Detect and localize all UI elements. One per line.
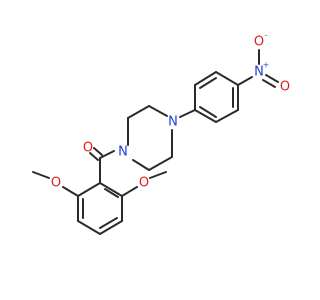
bond-pip-6 (132, 159, 150, 171)
bond-ar5 (215, 109, 239, 123)
bond-ar-inner-1 (199, 77, 217, 89)
atom-n-amide: N (118, 145, 128, 160)
bond-dm-inner-2 (99, 217, 118, 229)
bond-layer (32, 49, 279, 235)
bond-ar6 (194, 109, 217, 123)
bond-methoxy-right-c-o (121, 186, 138, 197)
bond-dm3 (99, 220, 123, 235)
bond-methoxy-left-c-o (62, 186, 79, 197)
bond-carbonyl-double-b (93, 147, 103, 156)
charge-o-nitro-top: - (265, 31, 268, 40)
bond-carbonyl-amide-n (99, 150, 115, 159)
bond-dm6 (77, 182, 101, 197)
bond-n-aryl (179, 109, 196, 118)
bond-dm-inner-1 (104, 188, 119, 198)
bond-nitro-n-o-right-a (265, 74, 279, 83)
bond-ar2 (194, 71, 217, 86)
atom-o-nitro-top: O (254, 35, 264, 50)
bond-nitro-c-n (237, 76, 253, 86)
bond-dm4 (77, 220, 101, 235)
bond-ar-inner-3 (199, 106, 217, 118)
charge-n-nitro: + (263, 61, 270, 70)
atom-label-layer: O N N N + O - O O O (51, 31, 290, 191)
atom-o-carbonyl: O (83, 141, 93, 156)
atom-n-aryl: N (168, 115, 178, 130)
molecule-canvas: O N N N + O - O O O (32, 30, 291, 235)
atom-n-nitro: N (254, 65, 264, 80)
bond-methoxy-right-o-ch3 (149, 171, 167, 179)
bond-pip-3 (148, 105, 168, 117)
bond-dm1 (99, 182, 123, 197)
bond-carbonyl-double-a (89, 152, 99, 161)
atom-o-methoxy-right: O (139, 176, 149, 191)
atom-o-nitro-right: O (280, 80, 290, 95)
atom-o-methoxy-left: O (51, 176, 61, 191)
bond-pip-2 (127, 105, 150, 119)
bond-pip-5 (148, 156, 173, 171)
bond-nitro-n-o-right-b (262, 79, 276, 88)
bond-ar3 (215, 71, 239, 86)
bond-methoxy-left-o-ch3 (32, 171, 50, 179)
structure-diagram: O N N N + O - O O O (32, 31, 290, 235)
